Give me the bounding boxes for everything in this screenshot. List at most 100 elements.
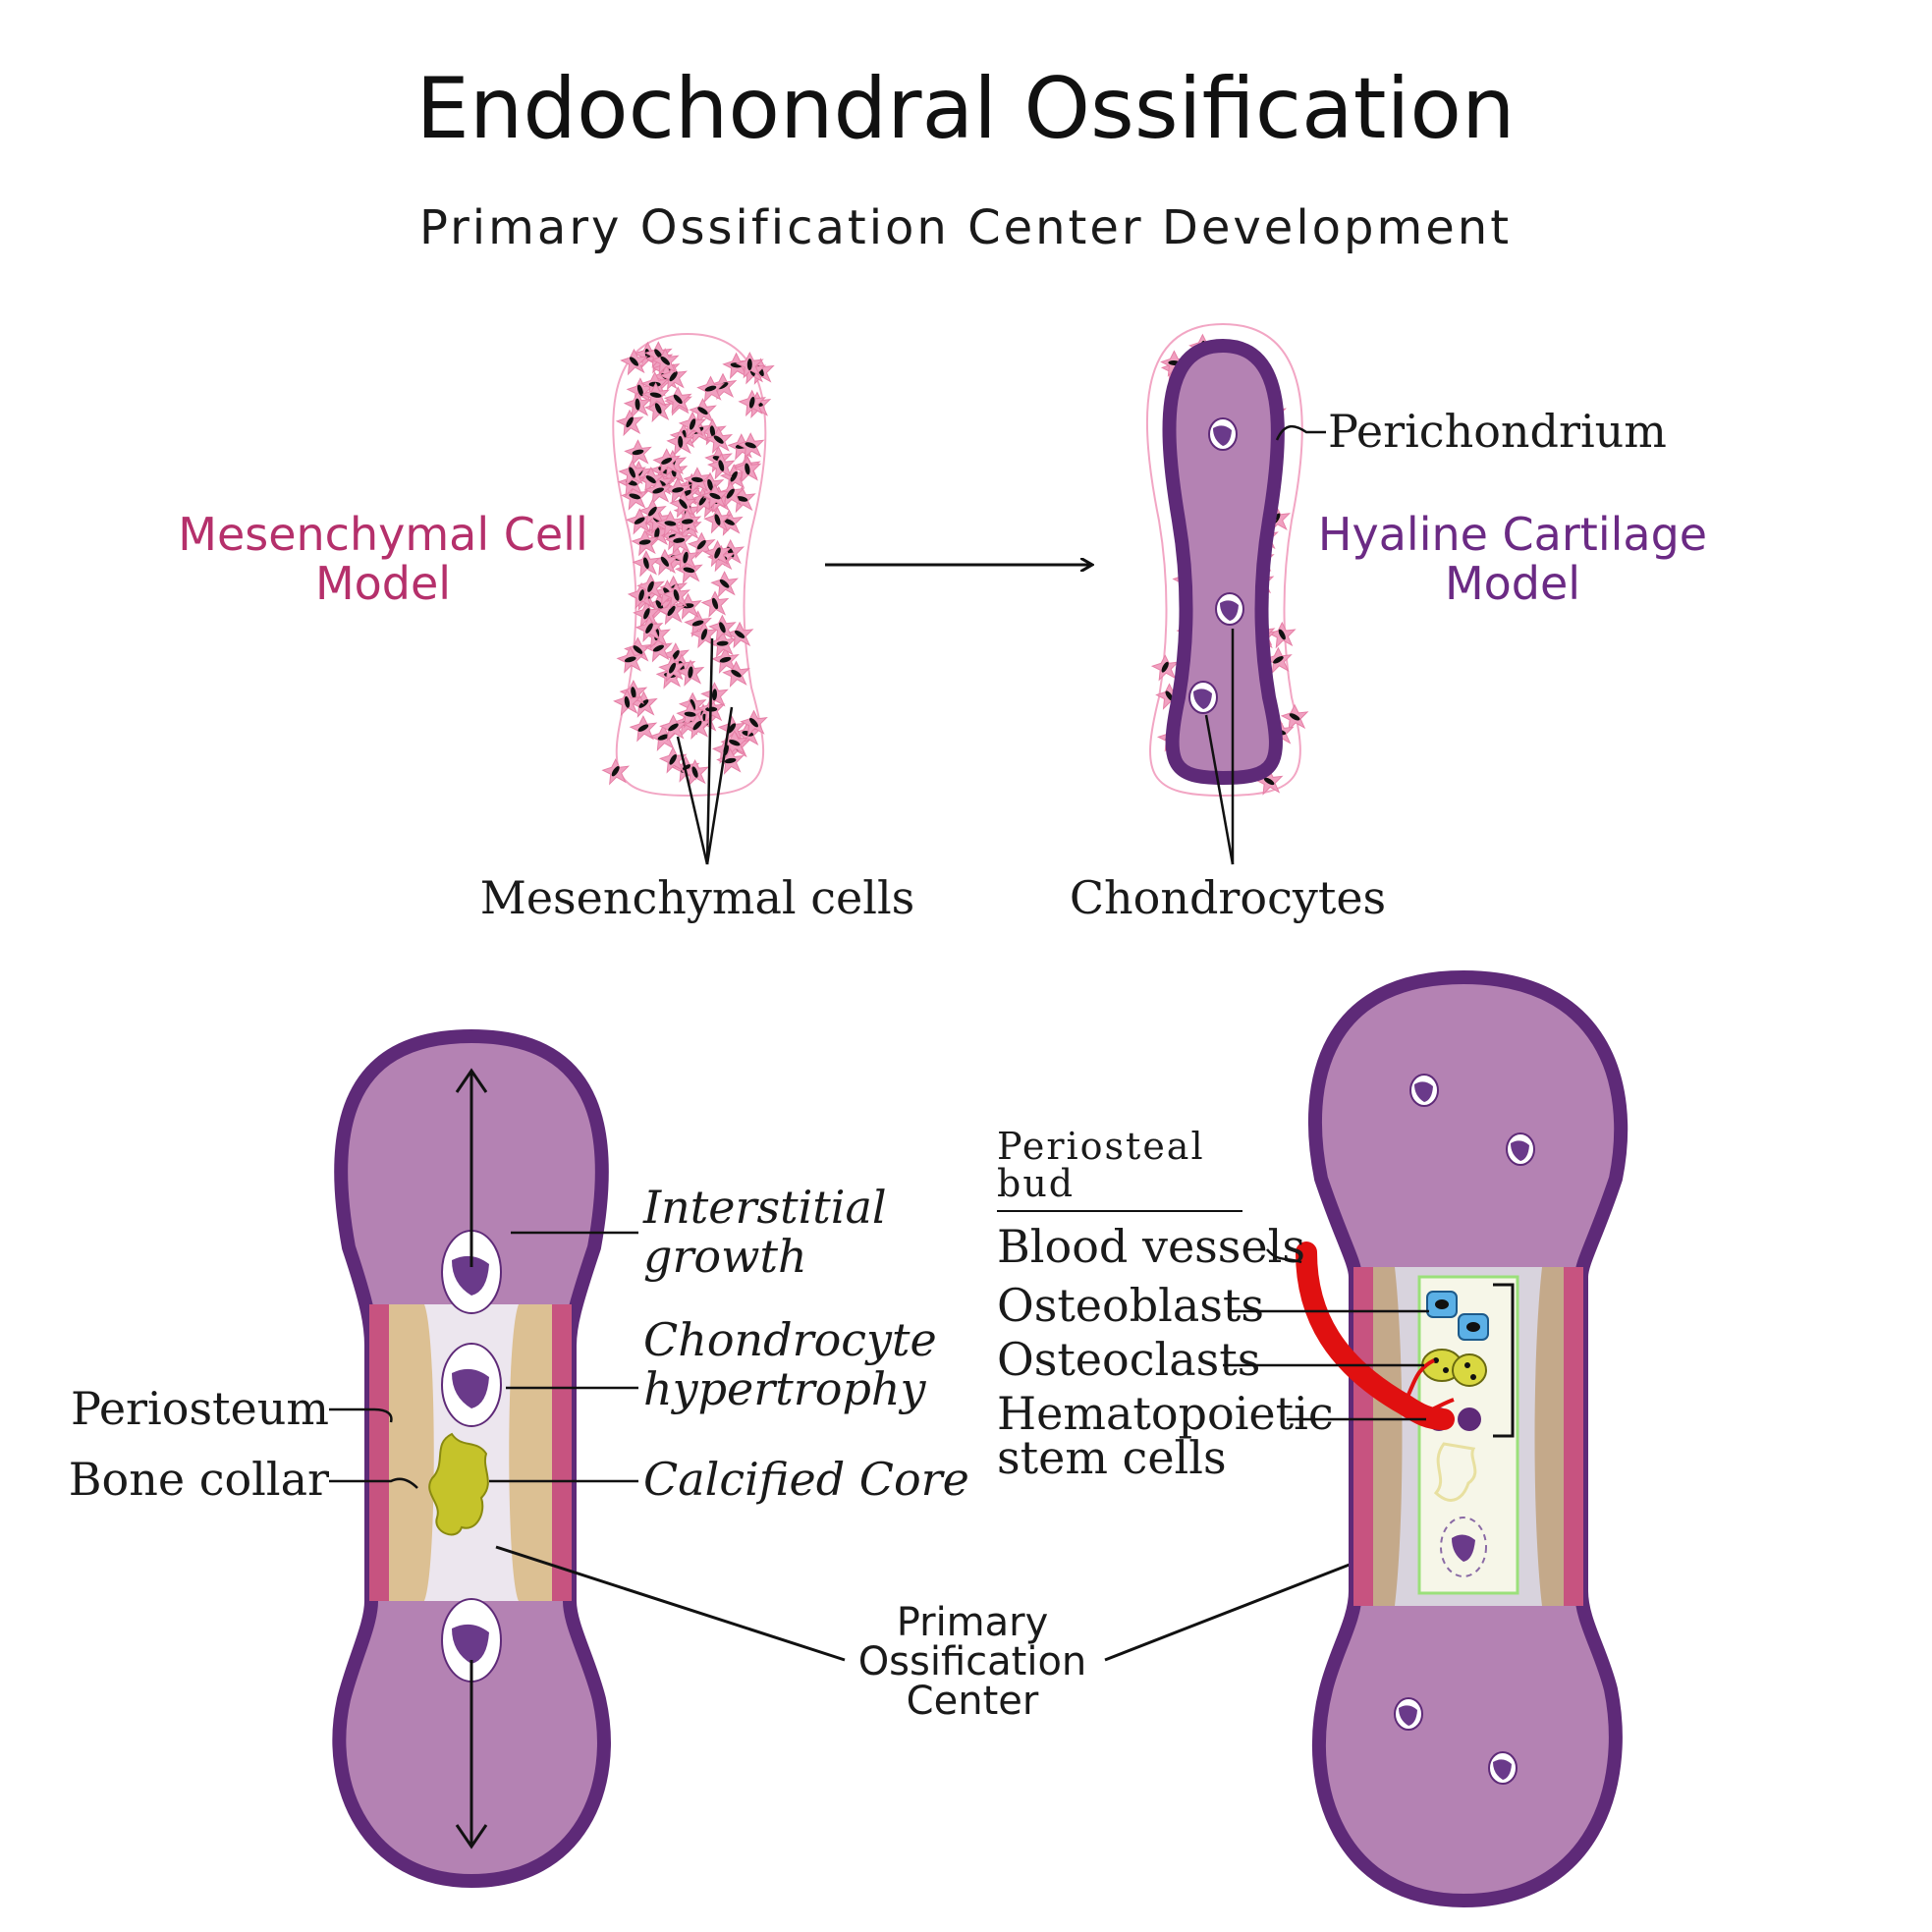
nucleus — [1263, 777, 1275, 786]
nucleus — [719, 656, 732, 663]
hyaline-model-label: Hyaline Cartilage — [1318, 508, 1707, 561]
chondrocyte-cell-icon — [1208, 417, 1238, 451]
mesenchymal-model-label: Mesenchymal Cell — [178, 508, 587, 561]
nucleus — [711, 689, 718, 701]
poc-leader-right — [1104, 1545, 1396, 1662]
nucleus — [642, 557, 649, 570]
blood-vessel — [1296, 1242, 1455, 1430]
poc-leader-left — [495, 1545, 846, 1662]
nucleus — [667, 605, 676, 617]
nucleus — [626, 416, 634, 428]
mesenchymal-model-label-2: Model — [315, 557, 451, 610]
nucleus — [745, 463, 750, 475]
nucleus — [654, 527, 660, 539]
poc-label-1: Primary — [897, 1600, 1049, 1645]
nucleus — [673, 394, 683, 405]
bone-model-hypertrophy — [332, 1028, 611, 1889]
nucleus — [727, 723, 737, 734]
nucleus — [660, 556, 670, 567]
nucleus — [736, 496, 748, 502]
periosteum-leader — [329, 1408, 393, 1423]
nucleus — [679, 499, 688, 510]
nucleus — [631, 687, 636, 699]
nucleus — [690, 476, 703, 482]
nucleus — [711, 597, 719, 610]
nucleus — [645, 623, 653, 634]
chondrocyte-cell-icon — [1215, 592, 1244, 626]
nucleus — [629, 493, 641, 500]
nucleus — [1289, 713, 1300, 721]
nucleus — [697, 407, 708, 415]
nucleus — [648, 506, 657, 517]
nucleus — [716, 640, 729, 646]
nucleus — [632, 449, 644, 456]
nucleus — [683, 567, 695, 574]
nucleus — [673, 589, 680, 601]
nucleus — [718, 460, 725, 471]
hyaline-model-label-2: Model — [1445, 557, 1580, 610]
nucleus — [678, 435, 684, 448]
nucleus — [669, 371, 678, 382]
nucleus — [647, 580, 654, 592]
nucleus — [726, 488, 735, 499]
nucleus — [643, 608, 650, 620]
poc-label-2: Ossification — [858, 1639, 1087, 1684]
page-title: Endochondral Ossification — [416, 60, 1516, 158]
nucleus — [655, 600, 664, 611]
cartilage-cell-icon — [1409, 1074, 1439, 1107]
nucleus — [714, 547, 721, 559]
hypertrophy-label: Chondrocyte — [643, 1313, 937, 1366]
cartilage-cell-icon — [1506, 1132, 1535, 1166]
nucleus — [729, 740, 741, 746]
hypertrophic-cell-icon — [441, 1343, 502, 1427]
perichondrium-label: Perichondrium — [1328, 405, 1667, 458]
nucleus — [657, 734, 670, 741]
nucleus — [734, 630, 745, 638]
perichondrium-leader — [1275, 425, 1326, 441]
osteoblasts-label: Osteoblasts — [997, 1279, 1264, 1332]
nucleus — [719, 622, 726, 634]
nucleus — [629, 467, 636, 478]
nucleus — [672, 487, 685, 493]
nucleus — [673, 537, 686, 543]
interstitial-label: Interstitial — [642, 1181, 887, 1234]
nucleus — [691, 766, 698, 778]
nucleus — [1161, 661, 1169, 673]
nucleus — [645, 475, 656, 484]
nucleus — [691, 620, 704, 627]
hsc-label-2: stem cells — [997, 1431, 1227, 1484]
nucleus — [654, 349, 663, 359]
hsc-cell-icon — [1458, 1408, 1481, 1431]
nucleus — [713, 435, 724, 444]
nucleus — [731, 669, 742, 678]
nucleus — [629, 357, 639, 366]
osteoclasts-label: Osteoclasts — [997, 1333, 1260, 1386]
nucleus — [649, 392, 662, 398]
nucleus — [611, 766, 620, 777]
nucleus — [749, 717, 758, 728]
calcified-core-mass — [428, 1432, 489, 1536]
nucleus — [709, 425, 716, 438]
nucleus — [700, 629, 708, 640]
bone-collar-leader — [329, 1477, 418, 1489]
bone-model-ossification — [1296, 969, 1628, 1908]
nucleus — [664, 521, 677, 526]
periosteal-bud-label: Periosteal — [997, 1125, 1205, 1168]
nucleus — [723, 519, 735, 525]
nucleus — [714, 514, 721, 525]
nucleus — [748, 396, 755, 409]
nucleus — [638, 589, 644, 601]
nucleus — [661, 457, 673, 465]
nucleus — [681, 519, 693, 524]
calcified-core-label: Calcified Core — [643, 1453, 969, 1506]
periosteum-label: Periosteum — [71, 1382, 329, 1435]
nucleus — [624, 695, 631, 708]
nucleus — [709, 492, 721, 500]
chondrocytes-leader — [1204, 629, 1235, 865]
nucleus — [696, 539, 706, 550]
nucleus — [1278, 629, 1286, 640]
cartilage-cell-icon — [1394, 1697, 1423, 1731]
nucleus — [745, 442, 756, 449]
page-subtitle: Primary Ossification Center Development — [419, 200, 1512, 255]
